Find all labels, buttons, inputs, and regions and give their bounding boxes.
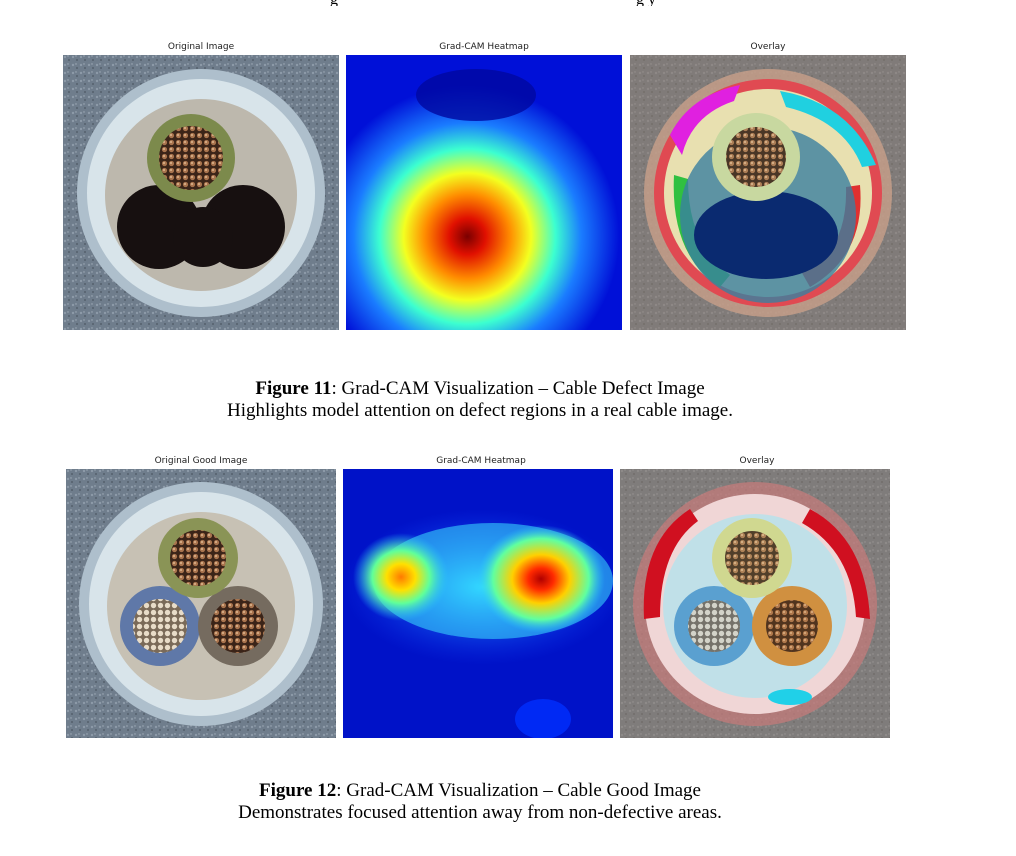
figure-11-caption: Figure 11: Grad-CAM Visualization – Cabl… <box>0 378 960 422</box>
clipped-previous-text: g g y <box>0 0 1016 6</box>
figure-12-title: : Grad-CAM Visualization – Cable Good Im… <box>336 780 701 801</box>
panel-title-original-good: Original Good Image <box>154 456 248 466</box>
original-good-image <box>66 469 336 738</box>
figure-12-label: Figure 12 <box>259 780 337 801</box>
gradcam-heatmap-good <box>343 469 613 738</box>
gradcam-heatmap <box>346 55 622 330</box>
gradcam-overlay-good <box>620 469 890 738</box>
panel-title-heatmap: Grad-CAM Heatmap <box>439 42 529 52</box>
panel-title-overlay: Overlay <box>750 42 786 52</box>
gradcam-overlay <box>630 55 906 330</box>
original-image <box>63 55 339 330</box>
figure-11-label: Figure 11 <box>255 378 332 399</box>
panel-title-original: Original Image <box>167 42 235 52</box>
figure-11-title: : Grad-CAM Visualization – Cable Defect … <box>331 378 705 399</box>
panel-title-heatmap-good: Grad-CAM Heatmap <box>436 456 526 466</box>
figure-12-caption: Figure 12: Grad-CAM Visualization – Cabl… <box>0 780 960 824</box>
clipped-glyph-right: g y <box>636 0 656 6</box>
panel-title-overlay-good: Overlay <box>739 456 775 466</box>
clipped-glyph-left: g <box>330 0 338 6</box>
figure-12-description: Demonstrates focused attention away from… <box>238 802 722 823</box>
figure-11-description: Highlights model attention on defect reg… <box>227 400 733 421</box>
